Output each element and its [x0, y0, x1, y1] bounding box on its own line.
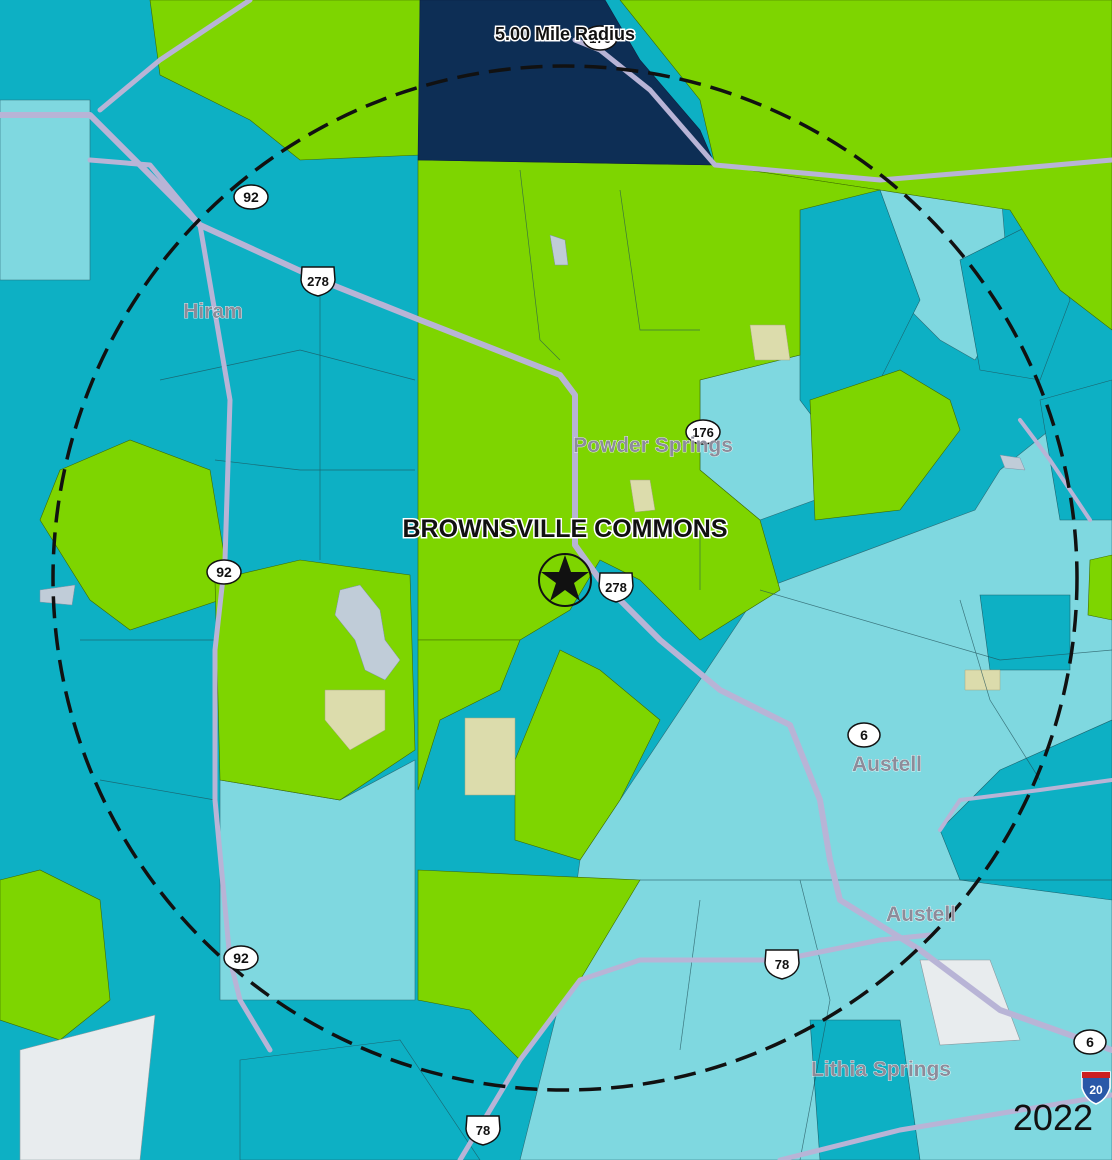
road-176 — [97, 0, 253, 113]
place-hiram: Hiram — [183, 300, 243, 323]
place-lithia-springs: Lithia Springs — [811, 1058, 951, 1081]
lime-tracts — [0, 0, 1112, 1061]
shield-92-b: 92 — [206, 559, 242, 585]
route-shields: 92 92 92 176 176 6 6 278 — [206, 25, 1111, 1146]
svg-text:176: 176 — [589, 31, 611, 46]
shield-176-top: 176 — [582, 25, 618, 51]
shield-6-b: 6 — [1073, 1029, 1107, 1055]
road-6 — [1018, 418, 1092, 522]
shield-92-a: 92 — [233, 184, 269, 210]
svg-text:176: 176 — [692, 425, 714, 440]
park-areas — [324, 324, 1001, 796]
svg-text:92: 92 — [216, 564, 232, 580]
shield-i20: 20 — [1081, 1071, 1111, 1105]
road-austell — [938, 778, 1112, 832]
road-i20 — [777, 1092, 1112, 1160]
svg-text:6: 6 — [860, 727, 868, 743]
svg-text:278: 278 — [605, 580, 627, 595]
site-marker[interactable] — [538, 553, 592, 607]
shield-78-a: 78 — [764, 949, 800, 980]
place-powder-springs: Powder Springs — [573, 434, 733, 457]
road-92 — [87, 157, 273, 1053]
place-austell-1: Austell — [852, 753, 922, 776]
star-icon — [541, 555, 589, 601]
place-labels: Hiram Powder Springs Austell Austell Lit… — [183, 300, 957, 1082]
shield-78-b: 78 — [465, 1115, 501, 1146]
water-bodies — [39, 234, 1026, 681]
road-78 — [457, 932, 933, 1160]
svg-text:78: 78 — [476, 1123, 490, 1138]
shield-176: 176 — [685, 419, 721, 445]
svg-text:92: 92 — [233, 950, 249, 966]
radius-label: 5.00 Mile Radius — [495, 24, 635, 44]
svg-text:278: 278 — [307, 274, 329, 289]
year-label: 2022 — [1013, 1097, 1093, 1138]
svg-text:92: 92 — [243, 189, 259, 205]
blank-areas — [19, 959, 1021, 1160]
tract-boundaries — [80, 169, 1112, 1160]
road-278 — [0, 112, 1112, 1053]
teal-tracts — [239, 189, 1112, 1160]
shield-278-a: 278 — [300, 266, 336, 297]
site-marker-circle — [538, 553, 592, 607]
svg-text:78: 78 — [775, 957, 789, 972]
svg-text:20: 20 — [1089, 1083, 1103, 1097]
radius-ring — [51, 64, 1079, 1092]
shield-92-c: 92 — [223, 945, 259, 971]
navy-tract — [417, 0, 716, 166]
place-austell-2: Austell — [886, 903, 956, 926]
shield-6-a: 6 — [847, 722, 881, 748]
svg-text:6: 6 — [1086, 1034, 1094, 1050]
site-label: BROWNSVILLE COMMONS — [403, 515, 728, 543]
shield-278-b: 278 — [598, 572, 634, 603]
